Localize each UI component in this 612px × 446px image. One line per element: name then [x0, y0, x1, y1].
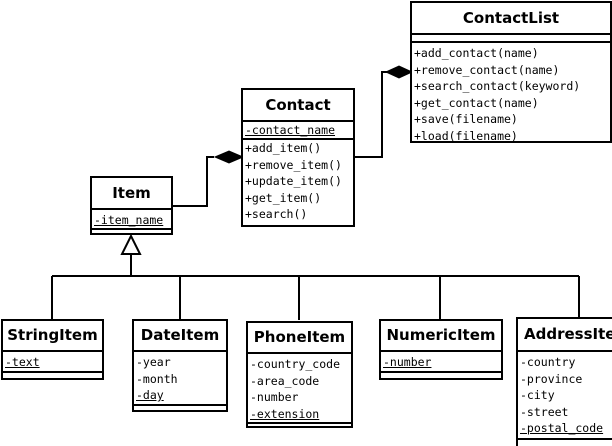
attribute: -country	[520, 355, 576, 369]
attribute: -street	[520, 404, 569, 419]
composition-contact-contactlist	[354, 71, 388, 158]
attribute: -extension	[250, 406, 320, 421]
class-attributes: -country -province -city -street -postal…	[518, 352, 612, 440]
operation: +get_item()	[245, 190, 322, 205]
class-stringitem[interactable]: StringItem -text	[1, 319, 104, 380]
class-attributes: -contact_name	[243, 122, 353, 140]
class-attributes: -text	[3, 352, 102, 373]
class-dateitem[interactable]: DateItem -year -month -day	[132, 319, 228, 412]
attribute: -day	[136, 388, 164, 402]
attribute: -city	[520, 388, 555, 402]
attribute: -postal_code	[520, 421, 604, 435]
attribute: -text	[5, 355, 40, 369]
class-attributes: -year -month -day	[134, 352, 226, 406]
class-contactlist[interactable]: ContactList +add_contact(name) +remove_c…	[410, 1, 612, 143]
operation: +save(filename)	[414, 112, 518, 126]
class-item[interactable]: Item -item_name	[90, 176, 173, 235]
attribute: -contact_name	[245, 123, 336, 137]
class-attributes	[412, 35, 610, 43]
attribute: -month	[136, 371, 178, 386]
operation: +update_item()	[245, 174, 342, 188]
composition-diamond-contactlist	[384, 65, 414, 79]
class-name: NumericItem	[381, 321, 501, 352]
class-attributes: -item_name	[92, 210, 171, 230]
class-numericitem[interactable]: NumericItem -number	[379, 319, 503, 380]
operation: +remove_contact(name)	[414, 62, 560, 77]
generalization-arrowhead	[120, 233, 142, 255]
class-name: DateItem	[134, 321, 226, 352]
class-name: Item	[92, 178, 171, 210]
class-addressitem[interactable]: AddressItem -country -province -city -st…	[516, 317, 612, 446]
class-operations: +add_contact(name) +remove_contact(name)…	[412, 43, 610, 144]
class-name: ContactList	[412, 3, 610, 35]
composition-item-contact	[172, 156, 214, 207]
class-phoneitem[interactable]: PhoneItem -country_code -area_code -numb…	[246, 321, 353, 428]
class-name: StringItem	[3, 321, 102, 352]
operation: +search()	[245, 207, 308, 221]
operation: +load(filename)	[414, 128, 518, 143]
attribute: -number	[250, 390, 299, 404]
class-name: PhoneItem	[248, 323, 351, 354]
operation: +get_contact(name)	[414, 95, 539, 110]
class-attributes: -country_code -area_code -number -extens…	[248, 354, 351, 424]
operation: +add_item()	[245, 141, 322, 155]
operation: +search_contact(keyword)	[414, 79, 581, 93]
attribute: -country_code	[250, 357, 341, 371]
attribute: -number	[383, 355, 432, 369]
class-attributes: -number	[381, 352, 501, 373]
operation: +add_contact(name)	[414, 46, 539, 60]
operation: +remove_item()	[245, 157, 342, 172]
attribute: -province	[520, 371, 583, 386]
class-operations: +add_item() +remove_item() +update_item(…	[243, 140, 353, 223]
attribute: -item_name	[94, 213, 164, 227]
class-contact[interactable]: Contact -contact_name +add_item() +remov…	[241, 88, 355, 227]
attribute: -year	[136, 355, 171, 369]
attribute: -area_code	[250, 373, 320, 388]
class-name: AddressItem	[518, 319, 612, 352]
composition-diamond-contact	[213, 150, 245, 164]
class-name: Contact	[243, 90, 353, 122]
